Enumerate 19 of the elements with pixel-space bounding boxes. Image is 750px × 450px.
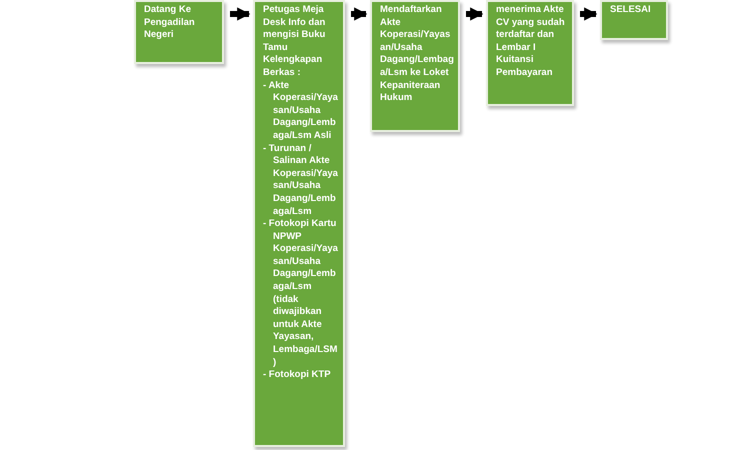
list-item: - Akte Koperasi/Yayasan/Usaha Dagang/Lembaga/Lsm Asli (263, 80, 339, 143)
arrow (351, 7, 368, 21)
box-text: Kelengkapan Berkas : (263, 54, 324, 80)
process-box (486, 0, 574, 106)
process-box (253, 0, 345, 447)
box-text: SELESAI (610, 4, 652, 17)
process-box (370, 0, 460, 132)
arrow (230, 7, 250, 21)
process-box (600, 0, 668, 40)
box-text: Mendaftarkan Akte Koperasi/Yayasan/Usaha Dagang/Lembaga/Lsm ke Loket Kepaniteraan Hukum (380, 4, 454, 105)
process-box (134, 0, 224, 64)
list-item: - Fotokopi KTP (263, 369, 332, 382)
box-text: menerima Akte CV yang sudah terdaftar dan Lembar I Kuitansi Pembayaran (496, 4, 566, 80)
box-text: Datang Ke Pengadilan Negeri (144, 4, 196, 42)
arrow (466, 7, 484, 21)
box-text: Petugas Meja Desk Info dan mengisi Buku Tamu (263, 4, 326, 54)
list-item: - Turunan / Salinan Akte Koperasi/Yayasan/Usaha Dagang/Lembaga/Lsm (263, 142, 339, 218)
arrow (580, 7, 598, 21)
list-item: - Fotokopi Kartu NPWP Koperasi/Yayasan/Usaha Dagang/Lembaga/Lsm (tidak diwajibkan untuk Akte Yayasan, Lembaga/LSM) (263, 218, 339, 370)
